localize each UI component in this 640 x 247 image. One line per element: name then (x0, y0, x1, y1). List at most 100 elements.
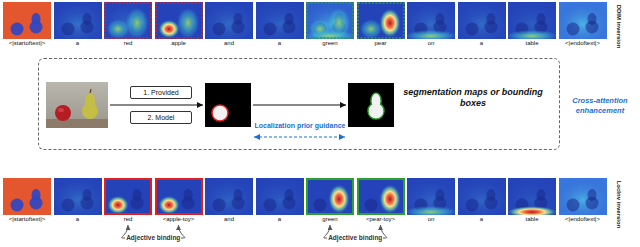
pear-silhouette (232, 197, 245, 210)
attention-heatmap (104, 178, 152, 215)
apple-silhouette (566, 23, 579, 36)
token-heatmap: <apple-toy> (155, 178, 203, 224)
token-label: green (322, 215, 337, 223)
token-highlight (156, 3, 202, 38)
token-heatmap: and (205, 2, 253, 48)
heatmap-ground (205, 178, 253, 215)
heatmap-ground (357, 178, 405, 215)
token-label-row: a (256, 215, 304, 223)
heatmap-haze (458, 2, 506, 39)
token-label-row: pear (357, 39, 405, 47)
attention-heatmap (306, 2, 354, 39)
row-title: LocInv inversion (616, 180, 623, 228)
token-heatmap: <pear-toy> (357, 178, 405, 224)
apple-silhouette (263, 23, 276, 36)
apple-silhouette (61, 199, 74, 212)
token-label-row: green (306, 39, 354, 47)
photo-apple-shine (58, 108, 64, 112)
token-heatmap: green (306, 2, 354, 48)
token-label-row: <|endoftext|> (559, 215, 607, 223)
heatmap-ground (3, 178, 51, 215)
heatmap-ground (54, 2, 102, 39)
token-heatmap: a (54, 2, 102, 48)
heatmap-haze (559, 2, 607, 39)
attention-peak (379, 184, 401, 214)
token-highlight (358, 3, 404, 38)
token-label-row: a (54, 215, 102, 223)
apple-mask (205, 83, 251, 127)
heatmap-ground (458, 2, 506, 39)
heatmap-ground (104, 178, 152, 215)
mask-pear-fill (369, 104, 383, 118)
photo-ground (46, 82, 108, 128)
token-heatmap: and (205, 178, 253, 224)
token-label-row: a (458, 39, 506, 47)
token-label: a (480, 39, 483, 47)
mask-pear-outline (368, 103, 384, 119)
heatmap-ground (205, 2, 253, 39)
flow-arrow (110, 105, 203, 106)
photo-pear-bottom (82, 103, 98, 119)
token-label-row: <|endoftext|> (559, 39, 607, 47)
token-heatmap: <|endoftext|> (559, 178, 607, 224)
pear-silhouette (131, 197, 144, 210)
heatmap-haze (559, 178, 607, 215)
token-label: on (428, 215, 435, 223)
token-label: <pear-toy> (366, 215, 395, 223)
pear-mask (348, 83, 394, 127)
annotation: Localization prior guidance (254, 121, 345, 130)
attention-peak (158, 20, 180, 39)
attention-heatmap (54, 2, 102, 39)
token-label: <|startoftext|> (9, 215, 45, 223)
photo-table (46, 119, 108, 128)
token-label: <|startoftext|> (9, 39, 45, 47)
token-label: table (525, 215, 538, 223)
apple-silhouette (566, 199, 579, 212)
heatmap-ground (559, 2, 607, 39)
pear-silhouette (484, 21, 497, 34)
row-title: DDIM inversion (616, 4, 623, 48)
token-heatmap: <|endoftext|> (559, 2, 607, 48)
token-label-row: table (508, 215, 556, 223)
attention-heatmap (559, 178, 607, 215)
attention-heatmap (407, 2, 455, 39)
apple-silhouette (314, 199, 327, 212)
token-label-row: table (508, 39, 556, 47)
token-label: <|endoftext|> (565, 39, 600, 47)
pear-silhouette (282, 197, 295, 210)
heatmap-ground (155, 178, 203, 215)
attention-heatmap (458, 2, 506, 39)
heatmap-haze (458, 178, 506, 215)
token-label: a (76, 39, 79, 47)
token-label-row: a (458, 215, 506, 223)
heatmap-haze (54, 2, 102, 39)
attention-heatmap (3, 2, 51, 39)
token-heatmap: green (306, 178, 354, 224)
guidance-arrow (254, 136, 345, 137)
attention-blob (107, 20, 129, 39)
token-label: a (76, 215, 79, 223)
apple-silhouette (465, 199, 478, 212)
token-label-row: <pear-toy> (357, 215, 405, 223)
source-option: 2. Model (130, 111, 192, 124)
attention-heatmap (205, 178, 253, 215)
attention-heatmap (458, 178, 506, 215)
token-label: and (224, 39, 234, 47)
token-label: apple (171, 39, 186, 47)
attention-blob (407, 206, 455, 215)
annotation: Cross-attention enhancement (564, 96, 636, 116)
attention-heatmap (357, 178, 405, 215)
token-heatmap: apple (155, 2, 203, 48)
token-highlight (105, 179, 151, 214)
token-heatmap: a (256, 178, 304, 224)
token-label: and (224, 215, 234, 223)
heatmap-haze (205, 178, 253, 215)
apple-silhouette (213, 199, 226, 212)
token-label-row: on (407, 39, 455, 47)
attention-heatmap (508, 2, 556, 39)
attention-heatmap (3, 178, 51, 215)
token-label: <apple-toy> (163, 215, 195, 223)
token-heatmap: on (407, 178, 455, 224)
attention-peak (379, 8, 401, 38)
token-label: <|endoftext|> (565, 215, 600, 223)
